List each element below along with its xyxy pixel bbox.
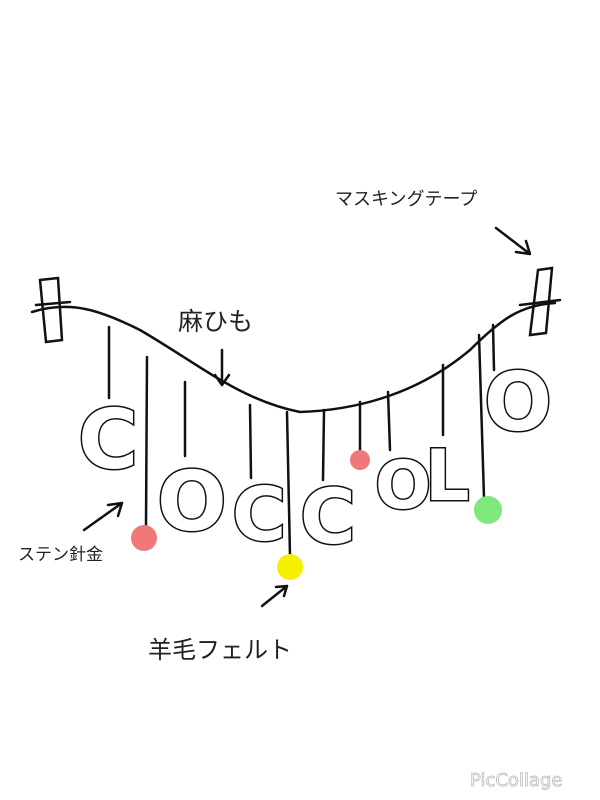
felt-ball-yellow	[277, 554, 303, 580]
arrow-down-icon	[213, 348, 231, 387]
garland-letter: L	[425, 435, 470, 517]
label-hemp-string: 麻ひも	[178, 307, 253, 336]
arrow-icon	[494, 226, 532, 256]
arrow-icon	[82, 501, 124, 532]
garland-letter: O	[157, 455, 227, 550]
label-wool-felt: 羊毛フェルト	[148, 636, 292, 664]
label-masking-tape: マスキングテープ	[335, 189, 477, 210]
hanging-threads	[107, 323, 496, 558]
garland-letter: C	[300, 472, 356, 561]
garland-letter: O	[484, 356, 552, 449]
garland-letter: C	[78, 393, 138, 488]
label-steel-wire: ステン針金	[18, 545, 103, 565]
garland-letter: C	[232, 472, 286, 558]
masking-tape-right	[518, 266, 562, 337]
felt-ball-green	[474, 496, 502, 524]
watermark: PicCollage	[470, 770, 562, 791]
garland-letter: O	[375, 447, 431, 524]
hemp-string	[30, 301, 557, 414]
felt-ball-red	[131, 525, 157, 551]
arrow-icon	[260, 584, 289, 608]
masking-tape-left	[34, 276, 72, 344]
felt-ball-red-small	[350, 450, 370, 470]
